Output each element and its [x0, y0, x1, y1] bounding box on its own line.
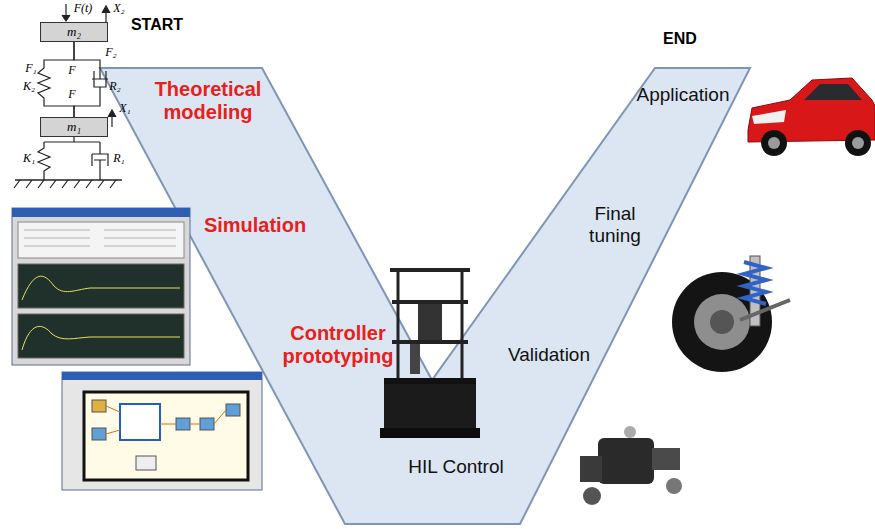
hil-test-rig	[380, 268, 480, 438]
force-symbol: F(t)	[68, 2, 98, 16]
damper-connector	[74, 42, 108, 117]
force-symbol: F₁	[22, 62, 40, 76]
mass-spring-model	[14, 4, 122, 188]
force-symbol: F₂	[102, 46, 120, 60]
stage-label: Theoretical modeling	[138, 78, 278, 124]
car-image	[748, 78, 875, 156]
corner-label: END	[640, 30, 720, 48]
corner-label: START	[112, 16, 202, 34]
displacement-symbol: X₂	[110, 2, 128, 16]
stage-label: Application	[624, 84, 742, 106]
displacement-symbol: X₁	[116, 102, 134, 116]
simulation-screenshot	[12, 208, 190, 365]
damper-symbol: R₂	[106, 80, 124, 94]
spring-symbol: K₂	[20, 80, 38, 94]
stage-label: Final tuning	[570, 203, 660, 247]
mass-label: m₁	[67, 119, 81, 135]
actuator-image	[580, 426, 682, 505]
stage-label: HIL Control	[406, 456, 506, 478]
mass-block: m₂	[40, 22, 108, 42]
block-diagram-screenshot	[62, 372, 262, 490]
stage-label: Simulation	[190, 214, 320, 237]
suspension-image	[672, 256, 790, 372]
stage-label: Validation	[494, 344, 604, 366]
spring-connector	[38, 42, 74, 117]
force-symbol: F	[64, 88, 80, 102]
force-symbol: F	[64, 64, 80, 78]
mass-label: m₂	[67, 24, 81, 40]
stage-label: Controller prototyping	[268, 322, 408, 368]
damper-symbol: R₁	[110, 152, 128, 166]
mass-block: m₁	[40, 117, 108, 137]
spring-symbol: K₁	[20, 152, 38, 166]
